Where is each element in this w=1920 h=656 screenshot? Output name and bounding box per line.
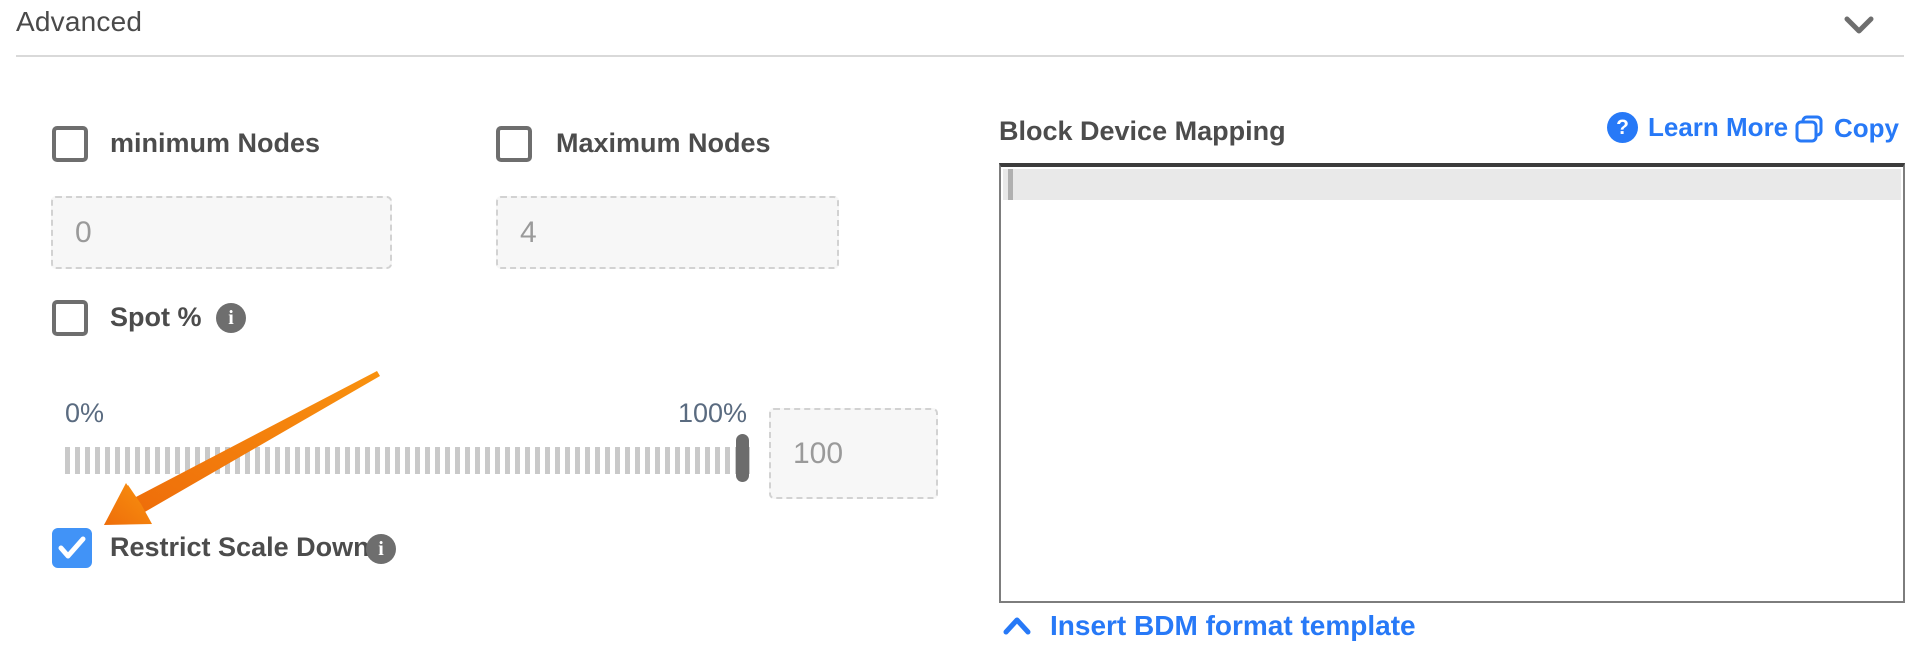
insert-bdm-template-link[interactable]: Insert BDM format template [1002, 610, 1416, 642]
slider-min-label: 0% [65, 398, 105, 428]
spot-percent-slider-track[interactable] [65, 447, 753, 474]
spot-percent-checkbox[interactable] [52, 300, 88, 336]
copy-label: Copy [1834, 113, 1899, 143]
section-title: Advanced [16, 6, 143, 37]
spot-percent-input[interactable] [769, 408, 938, 499]
maximum-nodes-checkbox[interactable] [496, 126, 532, 162]
checkmark-icon [58, 536, 86, 559]
info-icon[interactable]: i [366, 534, 396, 564]
section-divider [16, 55, 1904, 57]
chevron-up-icon [1003, 617, 1031, 635]
copy-button[interactable]: Copy [1794, 113, 1899, 144]
maximum-nodes-label: Maximum Nodes [556, 128, 771, 158]
insert-bdm-template-label: Insert BDM format template [1050, 610, 1416, 641]
restrict-scale-down-checkbox[interactable] [52, 528, 92, 568]
editor-active-line [1003, 169, 1901, 200]
copy-icon [1795, 115, 1823, 142]
question-icon: ? [1607, 112, 1638, 143]
info-icon[interactable]: i [216, 303, 246, 333]
editor-caret [1008, 169, 1013, 200]
chevron-down-icon[interactable] [1839, 8, 1879, 42]
minimum-nodes-input[interactable] [51, 196, 392, 269]
minimum-nodes-checkbox[interactable] [52, 126, 88, 162]
spot-percent-slider-handle[interactable] [736, 434, 749, 482]
learn-more-label: Learn More [1648, 112, 1789, 142]
block-device-mapping-title: Block Device Mapping [999, 116, 1286, 146]
block-device-mapping-editor[interactable] [999, 163, 1905, 603]
learn-more-link[interactable]: ? Learn More [1607, 112, 1788, 143]
slider-max-label: 100% [678, 398, 748, 428]
spot-percent-label: Spot % [110, 302, 202, 332]
minimum-nodes-label: minimum Nodes [110, 128, 321, 158]
maximum-nodes-input[interactable] [496, 196, 839, 269]
restrict-scale-down-label: Restrict Scale Down [110, 532, 370, 562]
